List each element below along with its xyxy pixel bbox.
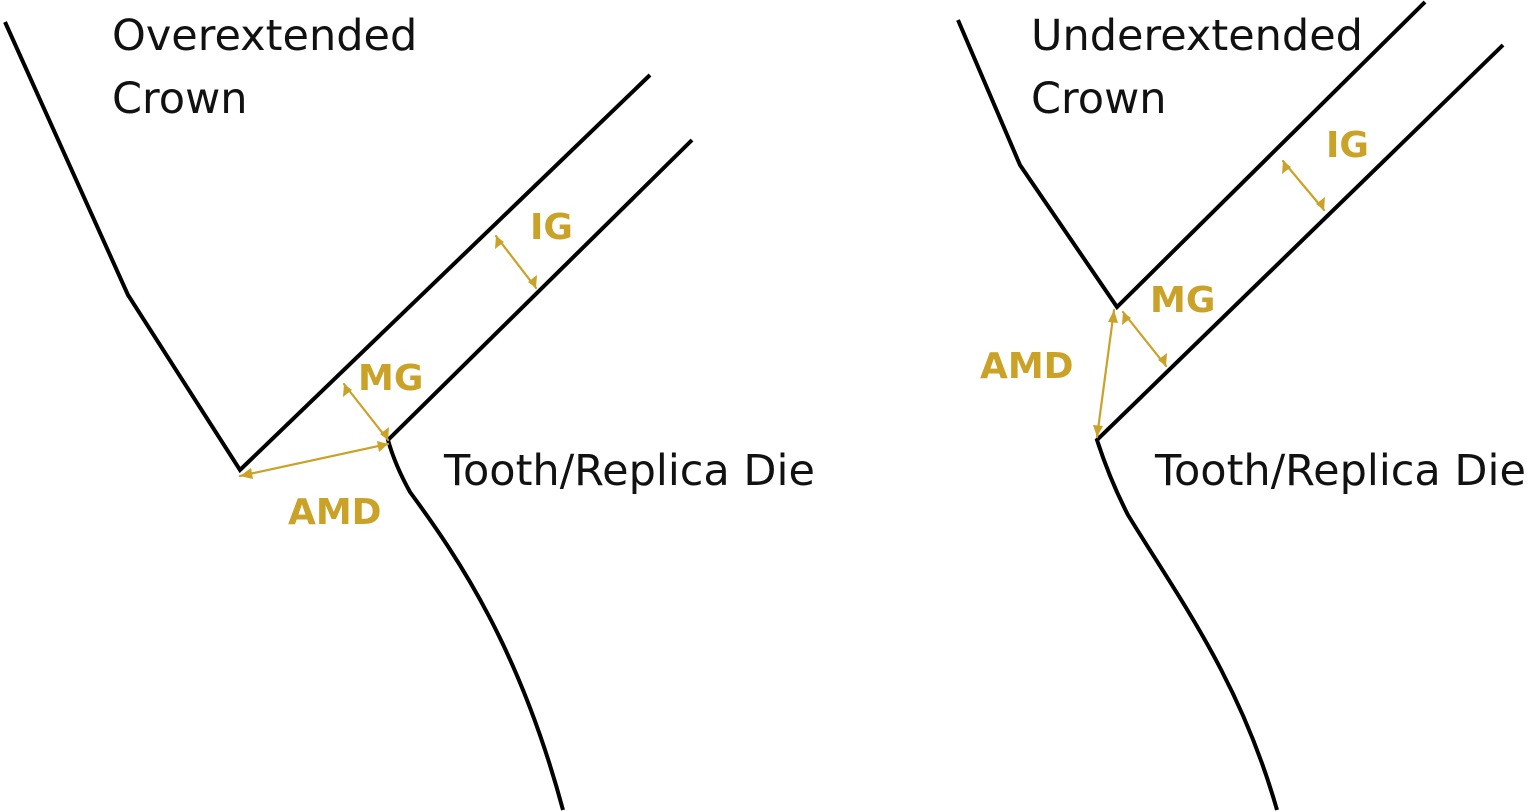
underextended-mg-label: MG xyxy=(1150,280,1215,321)
overextended-ig-arrow xyxy=(494,234,538,290)
overextended-crown-outline xyxy=(3,21,652,474)
overextended-title-line2: Crown xyxy=(112,74,248,124)
underextended-amd-label: AMD xyxy=(980,346,1074,387)
underextended-panel: Underextended Crown Tooth/Replica Die IG… xyxy=(956,0,1526,811)
overextended-die-outline xyxy=(385,138,694,811)
underextended-amd-arrow xyxy=(1093,308,1118,439)
overextended-amd-arrow xyxy=(238,441,390,479)
overextended-title-line1: Overextended xyxy=(112,11,417,61)
overextended-ig-label: IG xyxy=(530,207,573,248)
overextended-amd-label: AMD xyxy=(288,492,382,533)
underextended-die-label: Tooth/Replica Die xyxy=(1154,446,1526,496)
underextended-ig-label: IG xyxy=(1326,125,1369,166)
overextended-panel: Overextended Crown Tooth/Replica Die IG … xyxy=(3,11,815,811)
underextended-title-line1: Underextended xyxy=(1031,11,1363,61)
overextended-die-label: Tooth/Replica Die xyxy=(443,446,815,496)
underextended-die-outline xyxy=(1094,43,1505,811)
underextended-ig-arrow xyxy=(1281,159,1326,212)
overextended-mg-arrow xyxy=(342,382,390,442)
underextended-title-line2: Crown xyxy=(1031,74,1167,124)
overextended-mg-label: MG xyxy=(358,358,423,399)
underextended-mg-arrow xyxy=(1121,310,1168,368)
underextended-crown-outline xyxy=(956,0,1427,311)
